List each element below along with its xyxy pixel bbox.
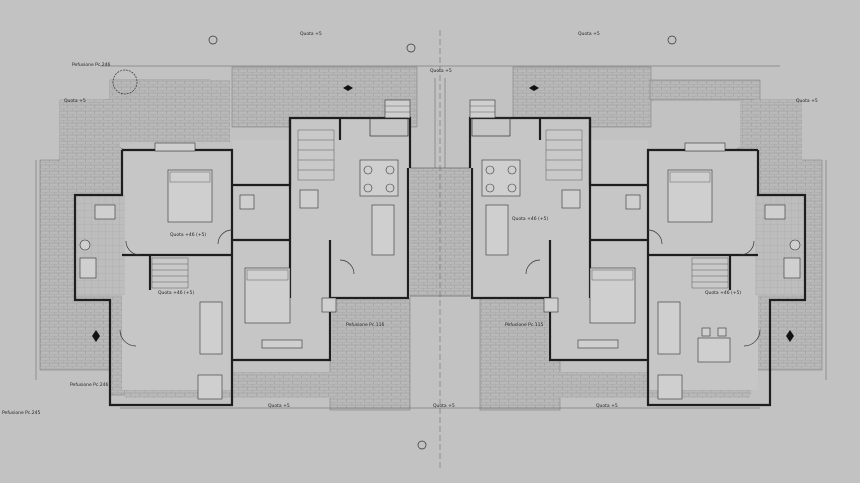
label-perfusion-bl: Pefusione Pc.246 xyxy=(70,382,109,388)
level-marker-icon-2 xyxy=(529,85,539,91)
label-room-left-lower: Quota +46 (+5) xyxy=(158,290,194,296)
level-marker-icon xyxy=(343,85,353,91)
label-perfusion-mid-left: Pefusione Pc.116 xyxy=(346,322,385,328)
label-bottom-left: Quota +5 xyxy=(268,403,290,409)
label-bottom-center: Quota +5 xyxy=(433,403,455,409)
label-perfusion-bottom: Pefusione Pc.245 xyxy=(2,410,41,416)
north-arrow-icon-left xyxy=(92,330,100,342)
label-top-right: Quota +5 xyxy=(578,31,600,37)
furniture-right-unit xyxy=(469,99,801,400)
axis-lines xyxy=(434,30,446,470)
dimension-lines xyxy=(35,65,827,409)
section-markers xyxy=(92,35,794,450)
label-quota-rw: Quota +5 xyxy=(796,98,818,104)
label-bottom-right: Quota +5 xyxy=(596,403,618,409)
label-top-left: Quota +5 xyxy=(300,31,322,37)
label-top-center: Quota +5 xyxy=(430,68,452,74)
north-arrow-icon-right xyxy=(786,330,794,342)
label-room-right-lower: Quota +46 (+5) xyxy=(705,290,741,296)
plan-labels: Quota +5 Quota +5 Quota +5 Pefusione Pc.… xyxy=(2,31,818,416)
label-perfusion-mid-center: Pefusione Pc.115 xyxy=(505,322,544,328)
label-room-left-upper: Quota +46 (+5) xyxy=(170,232,206,238)
label-room-right-upper: Quota +46 (+5) xyxy=(512,216,548,222)
label-quota-lw: Quota +5 xyxy=(64,98,86,104)
furniture-left-unit xyxy=(79,99,411,400)
walls-right-unit xyxy=(468,116,807,407)
label-perfusion-tl: Pefusione Pc.246 xyxy=(72,62,111,68)
dining-set-right xyxy=(697,327,731,363)
